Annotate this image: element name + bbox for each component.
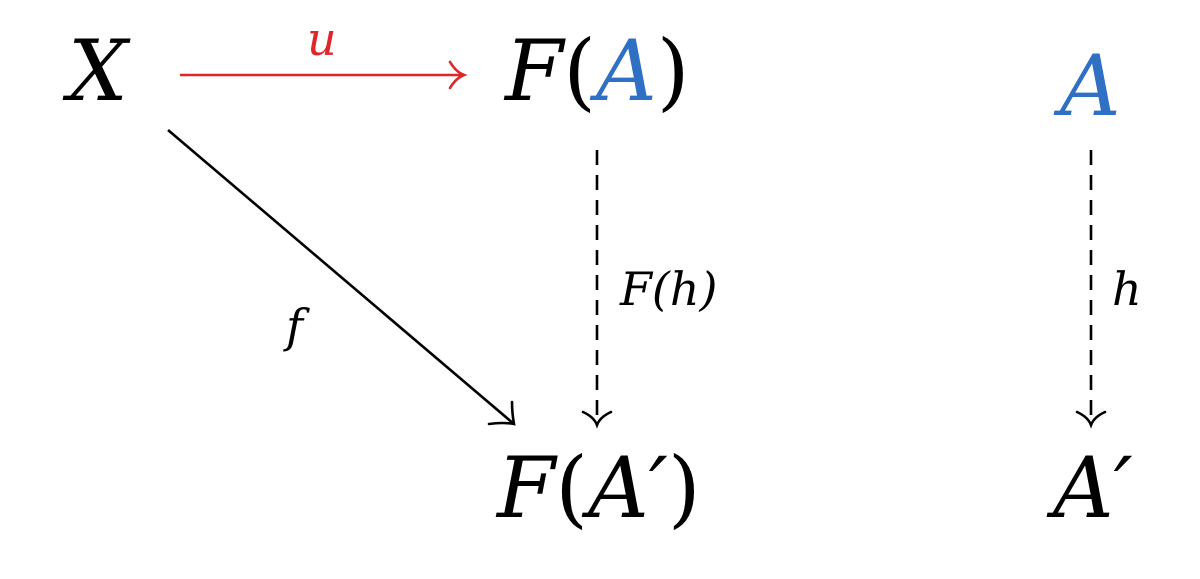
node-f-of-a-functor: F <box>503 22 566 120</box>
node-a-prime: A′ <box>1046 439 1133 537</box>
node-f-of-a-open-paren: ( <box>563 22 596 120</box>
node-f-of-a: F(A) <box>503 22 690 120</box>
node-f-of-a-prime-open-paren: ( <box>555 439 588 537</box>
node-x: X <box>62 22 131 120</box>
arrow-f-of-h-head <box>581 410 613 429</box>
node-f-of-a-prime: F(A′) <box>495 439 701 537</box>
arrow-f-of-h <box>581 150 613 429</box>
node-f-of-a-prime-close-paren: ) <box>668 439 701 537</box>
node-f-of-a-close-paren: ) <box>657 22 690 120</box>
node-a: A <box>1053 37 1121 135</box>
arrow-u <box>180 60 468 90</box>
node-f-of-a-arg: A <box>589 22 657 120</box>
arrow-u-head <box>448 60 468 90</box>
arrow-f <box>167 129 516 426</box>
arrow-f-head <box>487 400 516 426</box>
arrow-f-shaft <box>167 129 515 425</box>
arrow-f-of-h-label: F(h) <box>619 262 717 316</box>
arrow-h <box>1075 150 1107 429</box>
arrow-f-label: f <box>283 299 310 353</box>
arrow-h-label: h <box>1112 262 1142 316</box>
arrow-u-label: u <box>307 12 337 66</box>
node-f-of-a-prime-functor: F <box>495 439 558 537</box>
node-f-of-a-prime-arg: A′ <box>581 439 668 537</box>
arrow-h-head <box>1075 410 1107 429</box>
